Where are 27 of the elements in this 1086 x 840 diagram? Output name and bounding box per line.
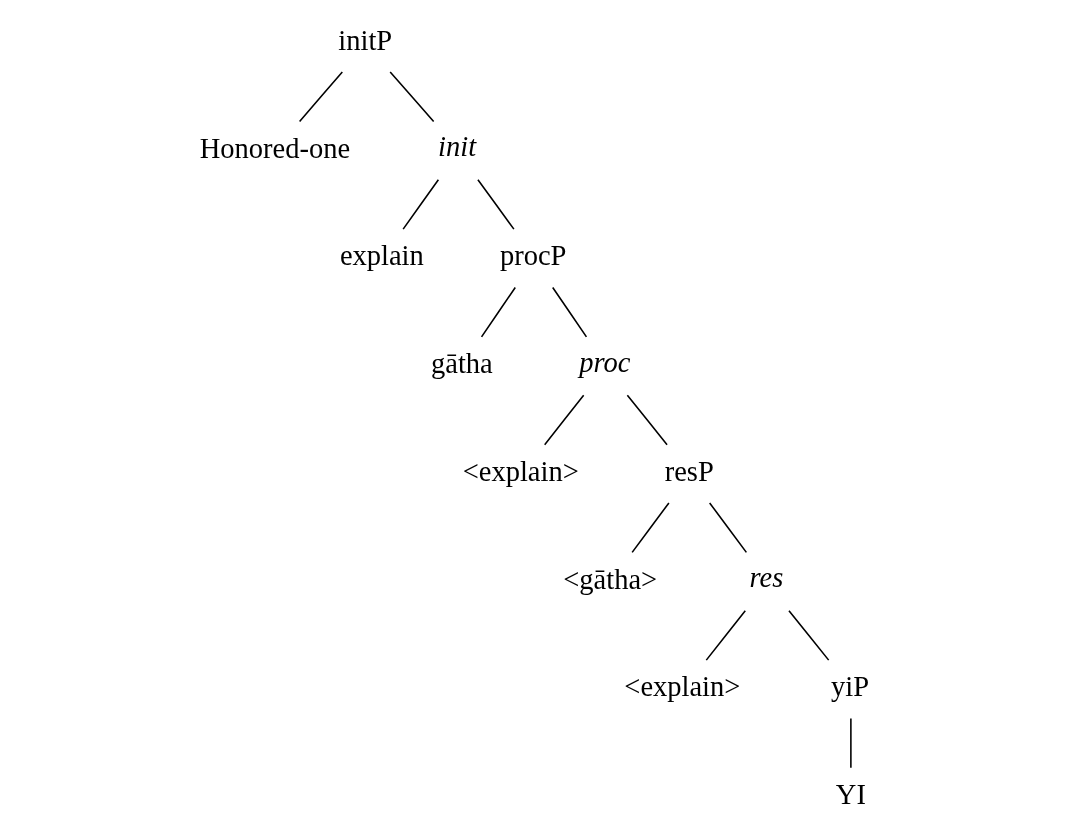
node-text: gātha <box>430 348 493 380</box>
node-text: proc <box>578 346 630 378</box>
node-text: YI <box>835 779 866 811</box>
node-text: res <box>748 562 783 593</box>
connector <box>543 394 584 446</box>
node-text: yiP <box>830 671 869 703</box>
node-text: <explain> <box>623 671 740 703</box>
connector <box>849 717 852 769</box>
node-text: <gātha> <box>562 563 657 595</box>
connector <box>388 71 434 123</box>
connector <box>401 178 439 230</box>
node-text: <explain> <box>462 455 579 487</box>
node-text: Honored-one <box>199 132 350 164</box>
connector <box>705 609 746 661</box>
connector <box>298 71 343 123</box>
node-text: explain <box>339 240 424 272</box>
node-text: procP <box>499 240 566 272</box>
connector <box>708 502 747 554</box>
node-text: init <box>437 131 476 163</box>
connector <box>476 178 515 230</box>
node-text: resP <box>664 455 714 487</box>
node-text: initP <box>337 24 392 56</box>
connector <box>480 286 516 338</box>
connector <box>551 286 587 338</box>
connector <box>626 394 668 446</box>
connector <box>630 502 670 554</box>
connector <box>787 609 829 661</box>
